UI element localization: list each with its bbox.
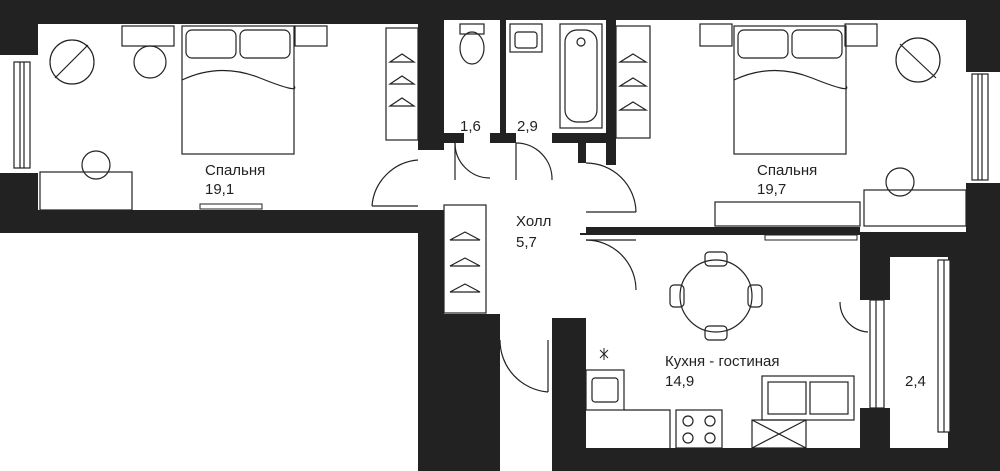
dining-table-icon [669,251,763,341]
room-area-bathroom: 2,9 [517,118,538,135]
window-icon [937,259,951,433]
window-icon [13,61,31,169]
chair-icon [885,167,915,197]
window-icon [869,299,885,409]
room-area-bedroom-right: 19,7 [757,181,787,198]
bathtub-icon [559,23,603,129]
door-icon [371,142,869,393]
sink-icon [509,23,543,53]
bed-icon [181,25,296,155]
chair-icon [81,45,167,180]
bed-icon [733,25,848,155]
desk-icon [199,203,263,210]
wardrobe-icon [385,27,419,141]
star-icon [599,348,609,360]
armchair-icon [895,37,941,83]
room-name-bedroom-right: Спальня [757,162,818,179]
window-icon [971,73,989,181]
room-name-bedroom-left: Спальня [205,162,266,179]
desk-icon [699,23,967,227]
hanger-icon [615,25,651,139]
room-floors [38,20,966,448]
room-area-wc: 1,6 [460,118,481,135]
room-name-hall: Холл [516,213,552,230]
room-area-kitchen: 14,9 [665,373,695,390]
wardrobe-icon [443,204,487,314]
toilet-icon [459,23,485,65]
room-area-hall: 5,7 [516,234,537,251]
room-area-bedroom-left: 19,1 [205,181,235,198]
desk-icon [764,234,858,241]
sofa-icon [761,375,855,421]
room-name-kitchen: Кухня - гостиная [665,353,780,370]
stove-icon [675,409,807,449]
armchair-icon [49,39,95,85]
kitchen-sink-icon [585,369,671,448]
room-area-balcony: 2,4 [905,373,926,390]
hanger-icon [388,53,416,107]
